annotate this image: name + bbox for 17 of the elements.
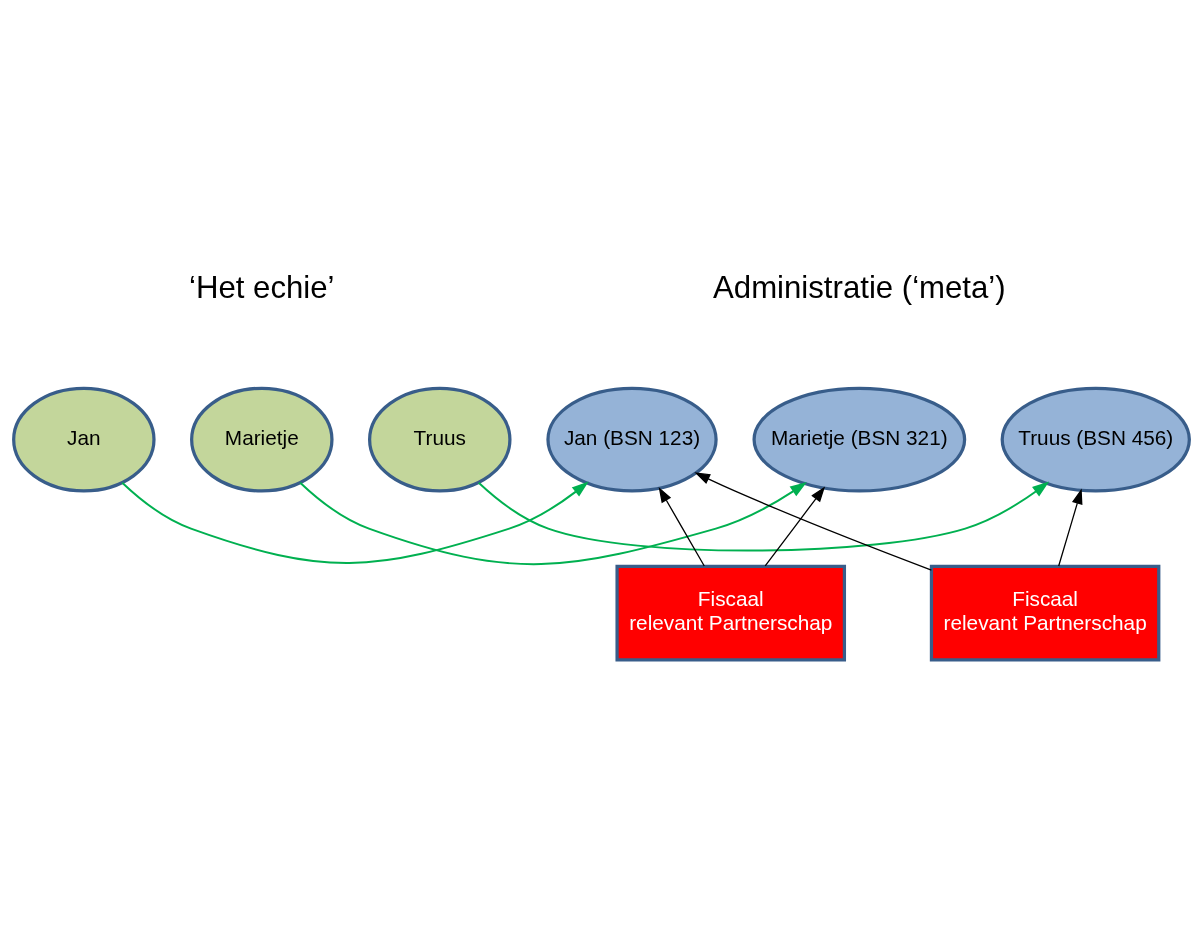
node-ellipse: Marietje: [190, 386, 334, 493]
arrow: [477, 481, 1050, 552]
node-box: Fiscaal relevant Partnerschap: [615, 564, 847, 662]
arrow: [1058, 488, 1083, 567]
label: ‘Het echie’: [189, 269, 335, 305]
node-ellipse: Jan (BSN 123): [546, 386, 718, 493]
node-ellipse: Marietje (BSN 321): [752, 386, 967, 493]
arrow: [658, 486, 705, 567]
arrow: [299, 481, 807, 566]
node-ellipse: Jan: [12, 386, 156, 493]
node-ellipse: Truus: [368, 386, 512, 493]
arrow: [121, 481, 589, 564]
arrow: [694, 472, 933, 571]
node-ellipse: Truus (BSN 456): [1000, 386, 1191, 493]
label: Administratie (‘meta’): [713, 269, 1006, 305]
arrow: [764, 486, 826, 567]
node-box: Fiscaal relevant Partnerschap: [929, 564, 1161, 662]
